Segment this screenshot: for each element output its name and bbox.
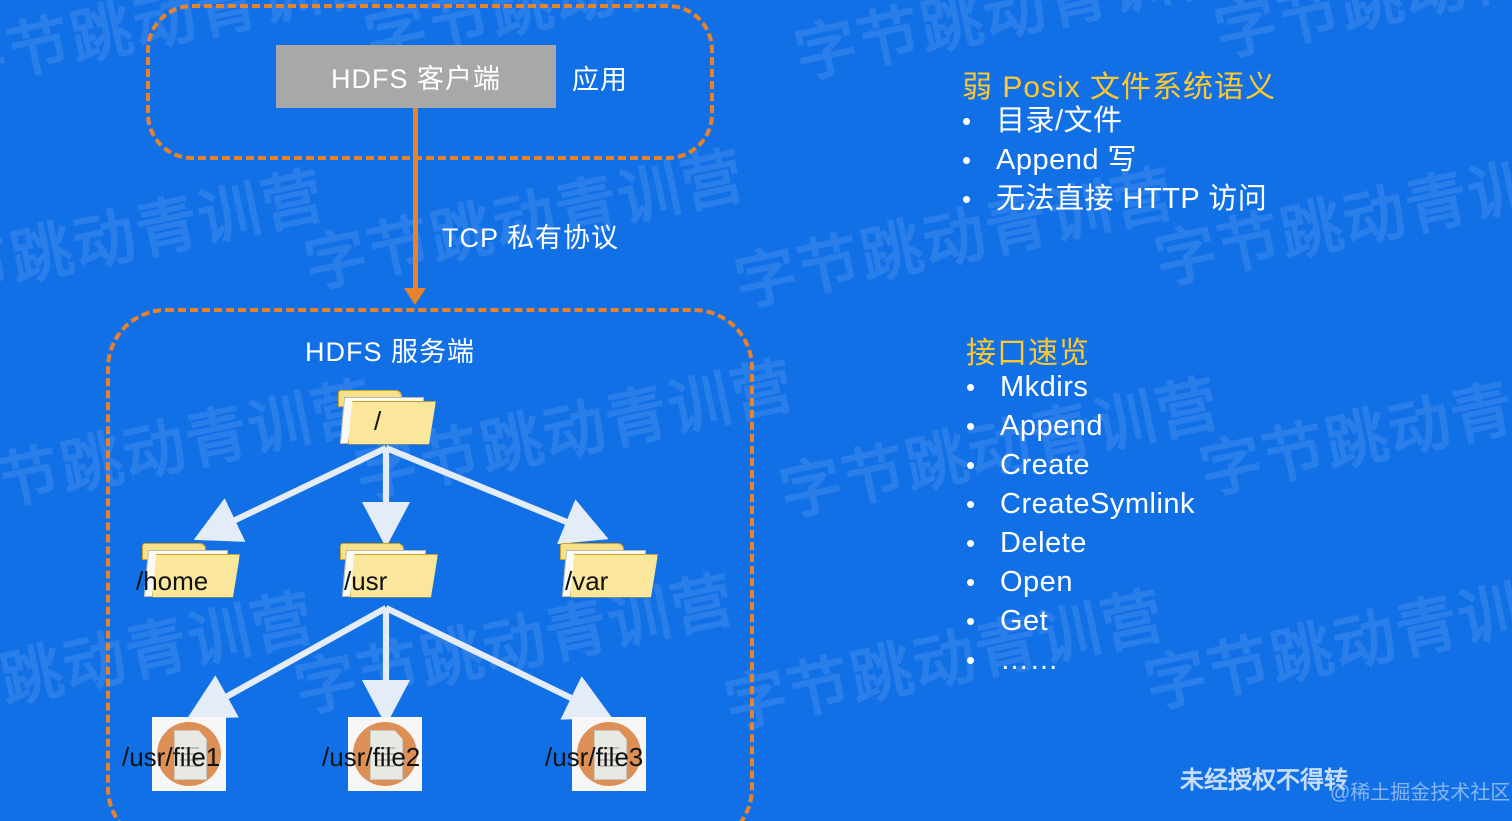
server-region-boundary (106, 308, 754, 821)
application-label: 应用 (572, 65, 628, 95)
folder-node-var[interactable] (558, 541, 658, 599)
bullet-icon: • (966, 528, 976, 558)
folder-icon (338, 541, 438, 599)
list-item: • Mkdirs (966, 368, 1195, 407)
document-icon (370, 729, 404, 781)
document-icon (174, 729, 208, 781)
bullet-icon: • (966, 411, 976, 441)
tcp-connector-line (413, 108, 418, 293)
file-node-3[interactable] (572, 717, 646, 791)
list-item: • Append 写 (962, 141, 1267, 180)
client-region-boundary (146, 4, 714, 160)
hdfs-client-box: HDFS 客户端 (276, 45, 556, 108)
bullet-icon: • (962, 106, 972, 136)
list-item-label: Delete (1000, 527, 1087, 559)
file-node-1[interactable] (152, 717, 226, 791)
list-item: • Create (966, 446, 1195, 485)
list-item: • 目录/文件 (962, 102, 1267, 141)
list-item-label: Get (1000, 605, 1049, 637)
list-item-label: 目录/文件 (996, 105, 1123, 137)
list-item-label: Append 写 (996, 144, 1138, 176)
folder-icon (336, 388, 436, 446)
folder-node-usr[interactable] (338, 541, 438, 599)
api-list: • Mkdirs • Append • Create • CreateSymli… (966, 368, 1195, 680)
file-node-2[interactable] (348, 717, 422, 791)
bullet-icon: • (966, 606, 976, 636)
tcp-connector-arrowhead (404, 288, 426, 305)
posix-section-title: 弱 Posix 文件系统语义 (962, 71, 1277, 104)
list-item: • CreateSymlink (966, 485, 1195, 524)
bullet-icon: • (966, 450, 976, 480)
file-label-2: /usr/file2 (322, 742, 421, 772)
folder-node-home[interactable] (140, 541, 240, 599)
copyright-notice-watermark: 未经授权不得转 (1180, 767, 1348, 794)
file-label-3: /usr/file3 (545, 742, 644, 772)
folder-node-root[interactable] (336, 388, 436, 446)
list-item: • Open (966, 563, 1195, 602)
document-icon (594, 729, 628, 781)
folder-label-home: /home (136, 566, 209, 596)
list-item: • Delete (966, 524, 1195, 563)
bullet-icon: • (966, 645, 976, 675)
file-label-1: /usr/file1 (122, 742, 221, 772)
list-item-label: 无法直接 HTTP 访问 (996, 183, 1268, 215)
list-item-label: Mkdirs (1000, 371, 1089, 403)
juejin-watermark: @稀土掘金技术社区 (1330, 782, 1511, 804)
list-item: • 无法直接 HTTP 访问 (962, 180, 1267, 219)
list-item: • Append (966, 407, 1195, 446)
hdfs-client-label: HDFS 客户端 (331, 64, 501, 94)
list-item-label: Append (1000, 410, 1103, 442)
tcp-protocol-label: TCP 私有协议 (442, 223, 620, 253)
list-item-label: Create (1000, 449, 1091, 481)
bullet-icon: • (966, 372, 976, 402)
folder-label-root: / (374, 406, 382, 436)
list-item-label: Open (1000, 566, 1073, 598)
bullet-icon: • (962, 184, 972, 214)
bullet-icon: • (966, 567, 976, 597)
posix-list: • 目录/文件 • Append 写 • 无法直接 HTTP 访问 (962, 102, 1267, 219)
folder-label-var: /var (565, 566, 609, 596)
api-section-title: 接口速览 (966, 337, 1090, 370)
bullet-icon: • (966, 489, 976, 519)
bullet-icon: • (962, 145, 972, 175)
folder-icon (140, 541, 240, 599)
folder-label-usr: /usr (344, 566, 388, 596)
list-item-label: …… (1000, 644, 1059, 676)
list-item-label: CreateSymlink (1000, 488, 1196, 520)
folder-icon (558, 541, 658, 599)
hdfs-server-title: HDFS 服务端 (305, 337, 475, 367)
list-item: • …… (966, 641, 1195, 680)
list-item: • Get (966, 602, 1195, 641)
